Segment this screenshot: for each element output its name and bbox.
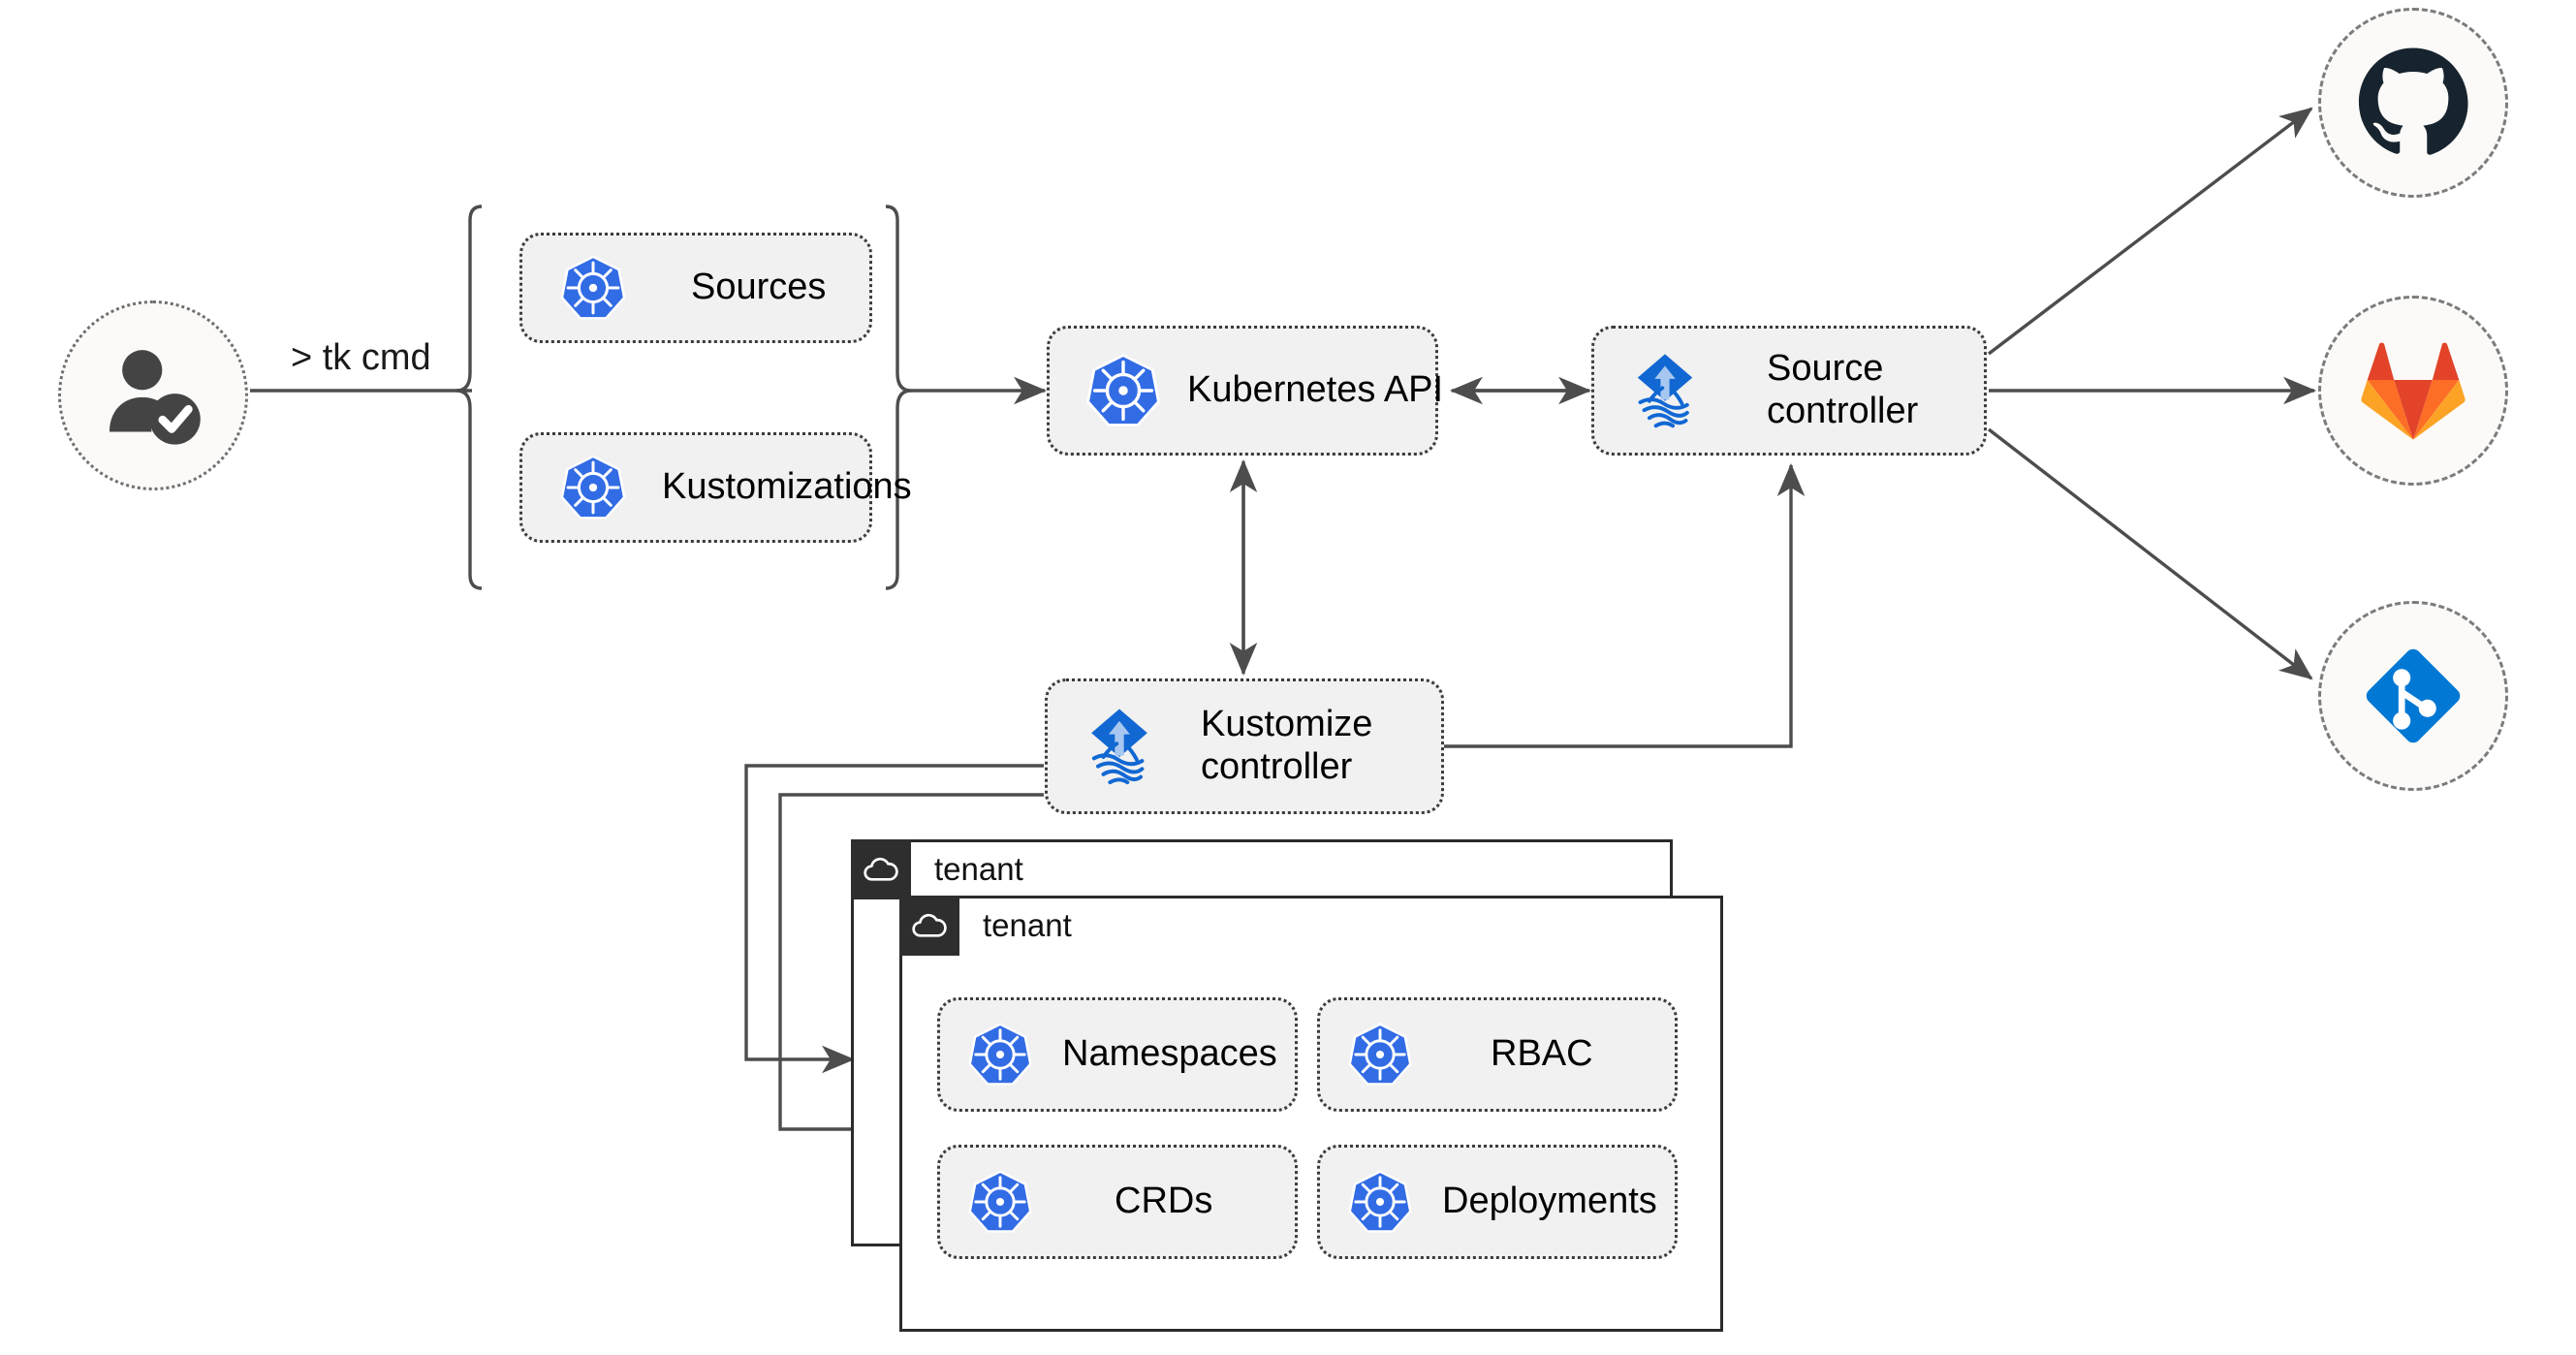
brace-left xyxy=(456,205,483,590)
card-kustomizations[interactable]: Kustomizations xyxy=(519,432,912,543)
kubernetes-icon xyxy=(560,455,626,520)
node-label-line2: controller xyxy=(1201,746,1353,787)
actor-user xyxy=(58,300,248,490)
tenant-name: tenant xyxy=(983,907,1072,943)
kubernetes-icon xyxy=(1348,1023,1412,1086)
kubernetes-icon xyxy=(968,1023,1032,1086)
resource-crds[interactable]: CRDs xyxy=(937,1145,1298,1259)
tenant-titlebar: tenant xyxy=(851,839,1023,899)
kubernetes-icon xyxy=(560,255,626,320)
resource-label: RBAC xyxy=(1491,1033,1593,1075)
repo-github[interactable] xyxy=(2318,8,2508,198)
node-label: Kubernetes API xyxy=(1187,369,1444,411)
card-sources[interactable]: Sources xyxy=(519,233,872,343)
resource-namespaces[interactable]: Namespaces xyxy=(937,997,1298,1112)
resource-label: Deployments xyxy=(1442,1181,1657,1222)
command-label: > tk cmd xyxy=(291,337,431,378)
brace-right xyxy=(885,205,912,590)
cloud-icon xyxy=(851,839,911,899)
node-label-line1: Kustomize xyxy=(1201,704,1373,745)
kubernetes-icon xyxy=(1348,1170,1412,1233)
card-label: Kustomizations xyxy=(662,466,912,508)
node-kubernetes-api[interactable]: Kubernetes API xyxy=(1047,326,1443,456)
kubernetes-icon xyxy=(968,1170,1032,1233)
repo-git[interactable] xyxy=(2318,601,2508,791)
gitlab-icon xyxy=(2361,342,2466,440)
flux-icon xyxy=(1637,354,1693,428)
resource-deployments[interactable]: Deployments xyxy=(1317,1145,1678,1259)
wire-source-to-github xyxy=(1987,107,2313,356)
kubernetes-icon xyxy=(1085,353,1161,426)
wire-source-to-azure xyxy=(1987,427,2313,680)
repo-gitlab[interactable] xyxy=(2318,296,2508,486)
flux-icon xyxy=(1091,709,1147,785)
card-label: Sources xyxy=(691,267,827,308)
tenant-name: tenant xyxy=(934,851,1023,887)
node-label-line2: controller xyxy=(1767,391,1919,431)
wire-kustomize-to-source xyxy=(1444,462,1806,748)
resource-rbac[interactable]: RBAC xyxy=(1317,997,1678,1112)
node-label-line1: Source xyxy=(1767,348,1884,390)
resource-label: CRDs xyxy=(1115,1181,1213,1222)
tenant-titlebar: tenant xyxy=(899,896,1072,956)
github-icon xyxy=(2358,47,2468,155)
tenant-window-front: tenant Namespaces xyxy=(899,896,1723,1332)
git-repo-icon xyxy=(2366,648,2461,743)
cloud-icon xyxy=(899,896,959,956)
user-check-icon xyxy=(110,350,201,445)
resource-label: Namespaces xyxy=(1062,1033,1277,1075)
